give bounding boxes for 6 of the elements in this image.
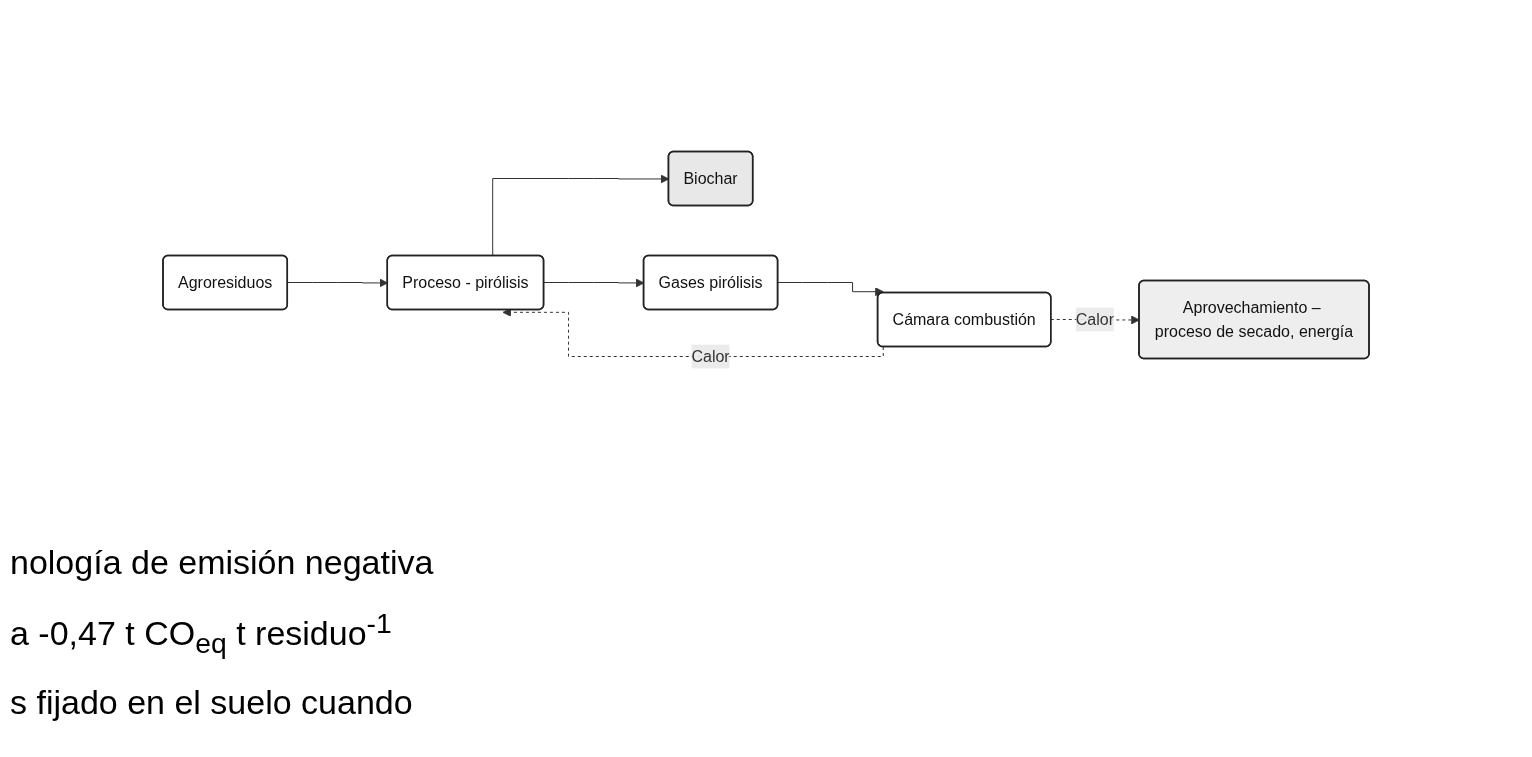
edge-label: Calor: [1075, 310, 1114, 328]
arrow: [777, 282, 884, 297]
note-text: nología de emisión negativa: [10, 542, 435, 583]
note-text: a -0,47 t CO$_{eq}$ t residuo$^{-1}$: [10, 605, 393, 661]
note-text: s fijado en el suelo cuando: [10, 682, 414, 724]
edge-label: Calor: [691, 347, 730, 365]
